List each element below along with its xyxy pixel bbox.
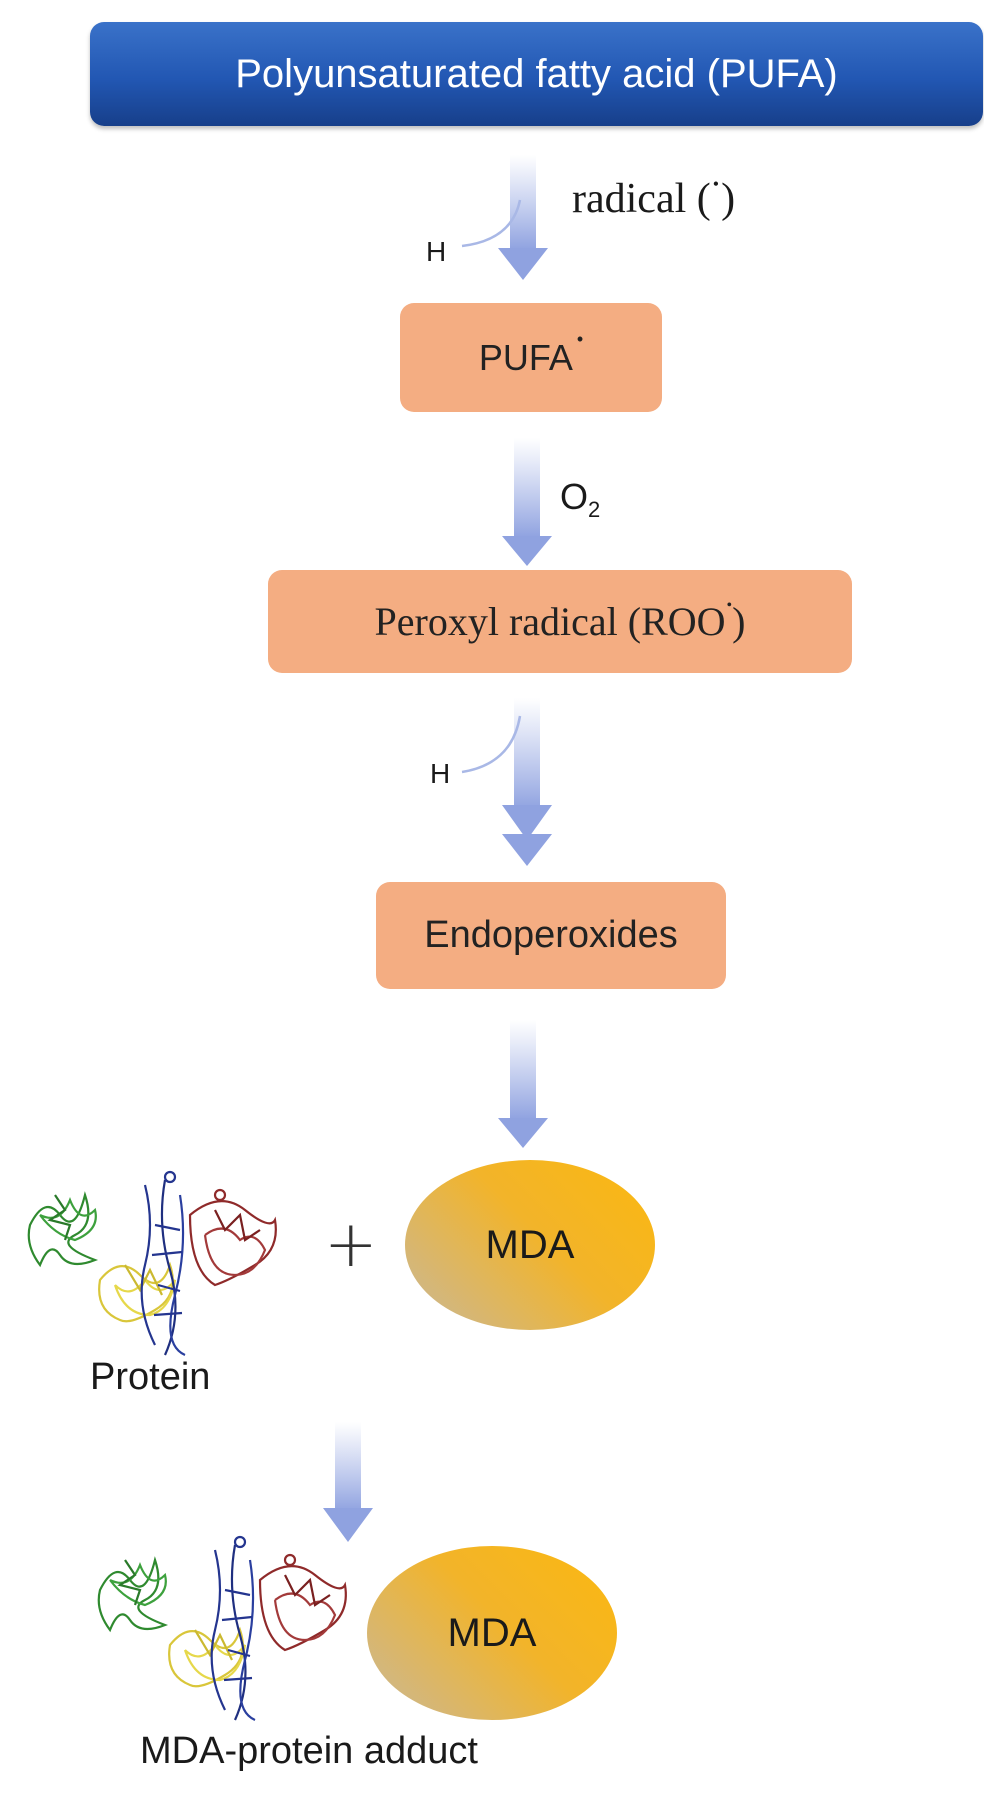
endoperoxides-label: Endoperoxides (424, 914, 678, 956)
pufa-title-bar: Polyunsaturated fatty acid (PUFA) (90, 22, 983, 126)
down-arrow-icon (323, 1422, 373, 1542)
radical-dot: • (576, 329, 584, 349)
hydrogen-label-1: H (426, 236, 447, 267)
plus-sign: + (324, 1208, 378, 1282)
pufa-radical-box: PUFA• (400, 303, 662, 412)
hydrogen-label-2: H (430, 758, 451, 789)
oxygen-label: O2 (560, 476, 601, 523)
mda-label: MDA (485, 1222, 575, 1267)
mda-adduct-label: MDA (447, 1610, 537, 1655)
protein-structure-icon (27, 1170, 277, 1357)
peroxyl-radical-box: Peroxyl radical (ROO•) (268, 570, 852, 673)
down-arrow-icon (498, 155, 548, 280)
hydrogen-abstraction-curve-1 (461, 199, 522, 248)
protein-structure-icon (97, 1535, 347, 1722)
down-arrow-icon (502, 438, 552, 566)
radical-label: radical (•) (572, 174, 736, 222)
mda-protein-adduct-label: MDA-protein adduct (140, 1730, 478, 1772)
protein-label: Protein (90, 1356, 211, 1398)
mda-ellipse: MDA (405, 1160, 655, 1330)
endoperoxides-box: Endoperoxides (376, 882, 726, 989)
down-arrow-icon (502, 698, 552, 866)
mda-adduct-ellipse: MDA (367, 1546, 617, 1720)
peroxyl-radical-label: Peroxyl radical (ROO (374, 599, 726, 644)
down-arrow-icon (498, 1020, 548, 1148)
hydrogen-abstraction-curve-2 (461, 715, 522, 774)
pufa-title: Polyunsaturated fatty acid (PUFA) (235, 51, 838, 96)
pufa-radical-label: PUFA (478, 336, 573, 378)
